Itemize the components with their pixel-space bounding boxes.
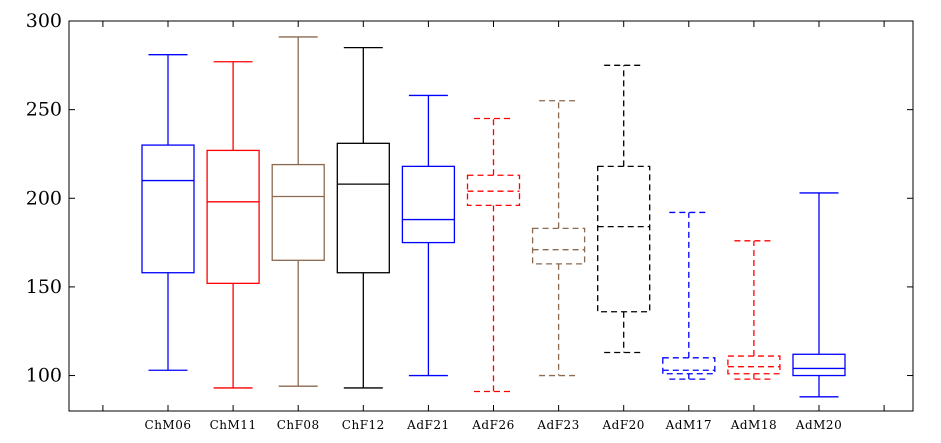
x-tick-label-adf26: AdF26 xyxy=(471,418,514,432)
x-tick-label-adf21: AdF21 xyxy=(406,418,449,432)
x-tick-label-chf12: ChF12 xyxy=(342,418,385,432)
x-tick-label-adm18: AdM18 xyxy=(730,418,777,432)
iqr-box xyxy=(662,357,716,375)
box-adf20 xyxy=(597,64,651,354)
iqr-box xyxy=(401,165,456,244)
iqr-box xyxy=(336,142,390,274)
box-adm20 xyxy=(792,192,846,398)
y-tick-label: 150 xyxy=(26,276,62,298)
iqr-box xyxy=(206,149,260,285)
plot-frame xyxy=(68,20,914,412)
box-adf23 xyxy=(531,100,586,377)
box-chf12 xyxy=(336,46,390,389)
axes-layer xyxy=(68,20,914,412)
x-tick-label-chm11: ChM11 xyxy=(210,418,257,432)
y-tick-label: 100 xyxy=(26,365,62,387)
boxes-layer xyxy=(141,36,846,398)
box-adf21 xyxy=(401,94,456,377)
box-adm18 xyxy=(727,240,781,380)
iqr-box xyxy=(597,165,651,313)
box-chm06 xyxy=(141,54,195,371)
box-adm17 xyxy=(662,211,716,380)
iqr-box xyxy=(531,227,586,265)
x-tick-label-adf23: AdF23 xyxy=(536,418,579,432)
y-tick-label: 300 xyxy=(26,10,62,32)
x-tick-label-chm06: ChM06 xyxy=(145,418,192,432)
x-tick-label-adf20: AdF20 xyxy=(601,418,644,432)
box-chm11 xyxy=(206,61,260,389)
y-tick-label: 250 xyxy=(26,99,62,121)
iqr-box xyxy=(792,353,846,377)
box-chf08 xyxy=(271,36,325,387)
box-adf26 xyxy=(466,117,521,393)
x-tick-label-adm17: AdM17 xyxy=(665,418,712,432)
x-tick-label-chf08: ChF08 xyxy=(277,418,320,432)
iqr-box xyxy=(271,163,325,261)
y-tick-label: 200 xyxy=(26,187,62,209)
iqr-box xyxy=(727,355,781,375)
iqr-box xyxy=(141,144,195,274)
iqr-box xyxy=(466,174,521,207)
x-tick-label-adm20: AdM20 xyxy=(795,418,842,432)
